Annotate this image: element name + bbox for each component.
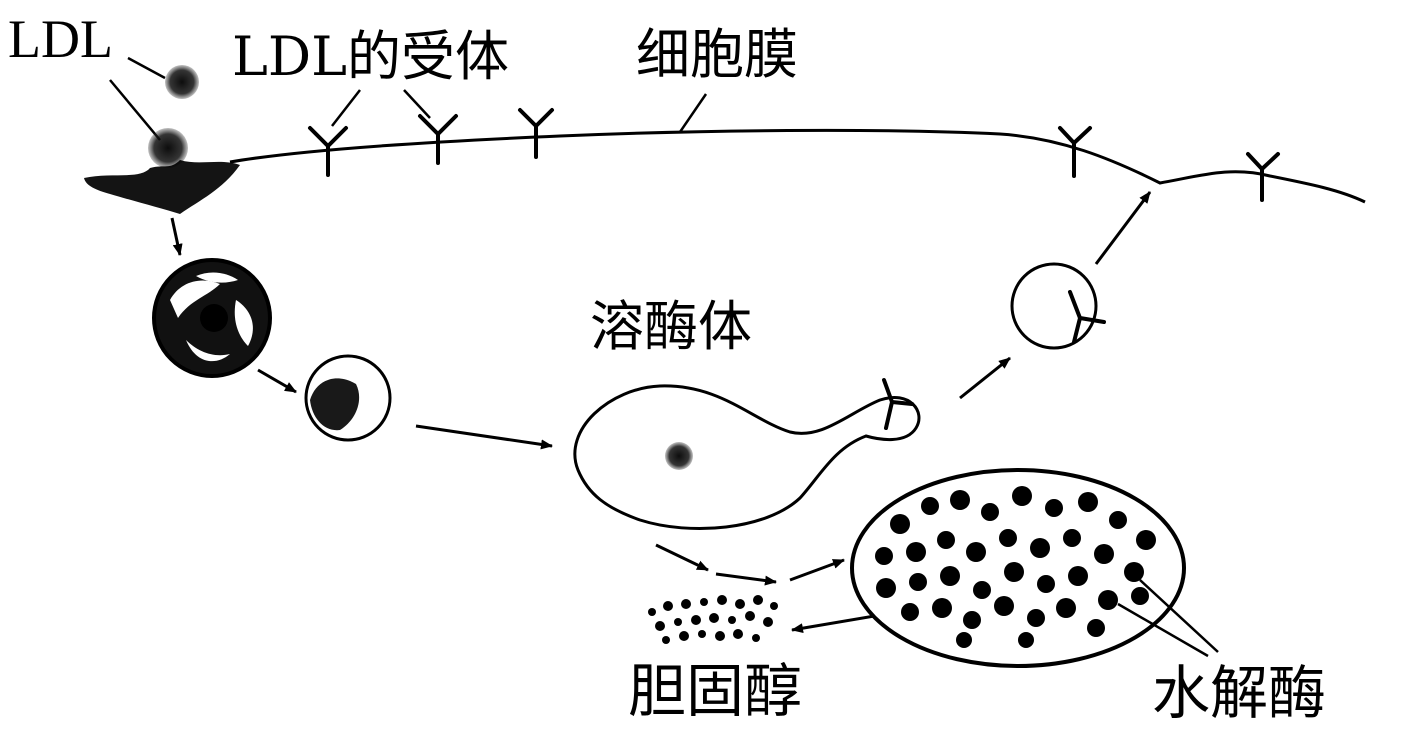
receptor-icon — [518, 108, 554, 159]
cell-membrane-line — [229, 128, 1366, 204]
receptor-icon — [882, 378, 914, 430]
ldl-particle-bound — [148, 128, 188, 168]
coated-pit — [84, 160, 240, 214]
lysosome-label: 溶酶体 — [590, 295, 752, 358]
coated-vesicle — [152, 258, 272, 378]
receptor-icon — [308, 126, 348, 177]
ldl-label: LDL — [8, 9, 113, 69]
receptor-icon — [418, 114, 458, 165]
cholesterol-label: 胆固醇 — [628, 657, 803, 725]
ldl-receptor-label: LDL的受体 — [232, 25, 510, 88]
hydrolase-oval — [850, 468, 1219, 668]
recycling-vesicle — [1010, 262, 1106, 350]
cell-membrane-label: 细胞膜 — [636, 23, 798, 86]
ldl-particle-free — [165, 65, 199, 99]
ldl-particles — [84, 65, 240, 214]
label-leaders — [109, 56, 708, 141]
receptor-icon — [1058, 126, 1092, 178]
lysosome-body — [573, 378, 921, 531]
process-arrows — [170, 191, 1152, 634]
receptor-icon — [1246, 152, 1280, 202]
cholesterol-particles — [648, 595, 778, 644]
hydrolase-label: 水解酶 — [1152, 659, 1327, 727]
membrane-receptors — [308, 108, 1280, 202]
endosome-vesicle — [304, 354, 392, 442]
receptor-icon — [1068, 290, 1106, 344]
